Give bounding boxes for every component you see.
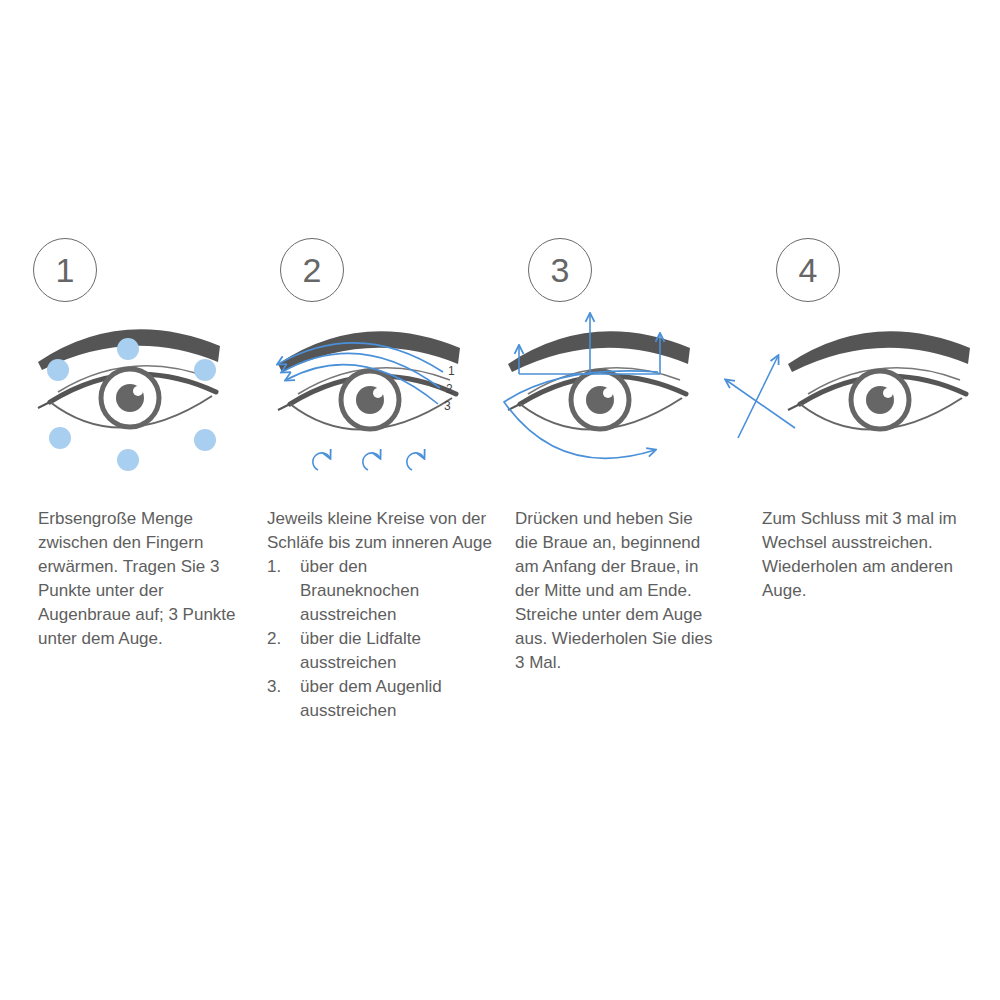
application-dots <box>47 338 216 471</box>
stroke-number: 3 <box>444 399 458 413</box>
instruction-text: Erbsengroße Menge zwischen den Fingern e… <box>38 507 243 651</box>
step-number-circle: 2 <box>280 238 344 302</box>
list-number: 3. <box>267 675 297 699</box>
list-number: 1. <box>267 555 297 579</box>
stroke-number: 1 <box>448 364 462 378</box>
eye <box>278 331 460 429</box>
list-item: über dem Augenlid ausstreichen <box>300 675 470 723</box>
stroke-number: 2 <box>446 382 460 396</box>
cross-arrows <box>726 356 795 438</box>
list-item: über die Lidfalte ausstreichen <box>300 627 470 675</box>
eye <box>38 329 220 427</box>
eye <box>788 331 970 429</box>
step-number: 3 <box>551 253 570 287</box>
instruction-text: Jeweils kleine Kreise von der Schläfe bi… <box>267 507 492 555</box>
instruction-text: Drücken und heben Sie die Braue an, begi… <box>515 507 720 675</box>
list-number: 2. <box>267 627 297 651</box>
step-number-circle: 4 <box>776 238 840 302</box>
stroke-arrows <box>278 343 443 470</box>
step-number-circle: 1 <box>33 238 97 302</box>
lift-arrows <box>504 314 660 458</box>
step-number-circle: 3 <box>528 238 592 302</box>
list-item: über den Brauneknochen ausstreichen <box>300 555 470 627</box>
eye <box>508 331 690 429</box>
instruction-text: Zum Schluss mit 3 mal im Wechsel ausstre… <box>762 507 987 603</box>
step-number: 1 <box>56 253 75 287</box>
step-number: 2 <box>303 253 322 287</box>
step-number: 4 <box>799 253 818 287</box>
